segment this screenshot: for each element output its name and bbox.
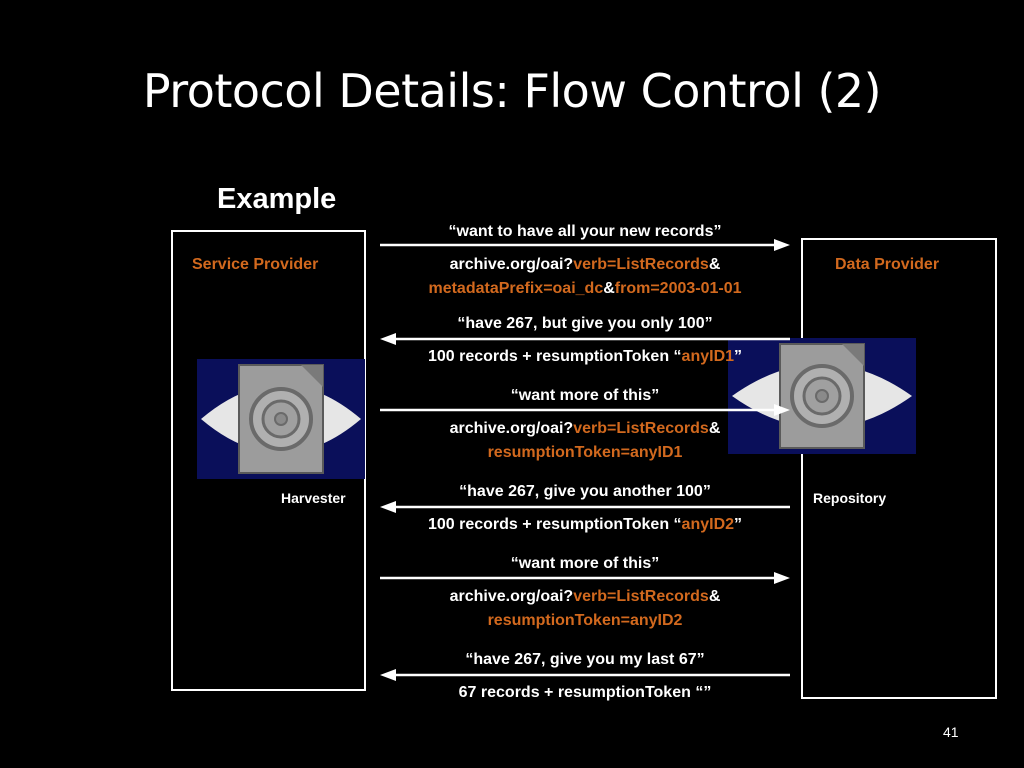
- service-provider-box: [171, 230, 366, 691]
- arrow-right-icon: [380, 572, 790, 584]
- exchange-caption: “have 267, but give you only 100”: [457, 315, 713, 332]
- exchange-response-line: 100 records + resumptionToken “anyID2”: [427, 516, 743, 533]
- exchange-request-line: metadataPrefix=oai_dc&from=2003-01-01: [428, 280, 742, 297]
- arrow-right-icon: [380, 404, 790, 416]
- service-provider-title: Service Provider: [192, 256, 319, 273]
- exchange-request-line: archive.org/oai?verb=ListRecords&: [449, 256, 721, 273]
- arrow-left-icon: [380, 333, 790, 345]
- example-heading: Example: [217, 183, 337, 215]
- arrow-left-icon: [380, 501, 790, 513]
- arrow-right-icon: [380, 239, 790, 251]
- exchange-response-line: 100 records + resumptionToken “anyID1”: [427, 348, 743, 365]
- exchange-request-line: archive.org/oai?verb=ListRecords&: [449, 420, 721, 437]
- exchange-request-line: archive.org/oai?verb=ListRecords&: [449, 588, 721, 605]
- repository-label: Repository: [813, 490, 887, 506]
- data-provider-title: Data Provider: [835, 256, 940, 273]
- exchange-response-line: 67 records + resumptionToken “”: [458, 684, 712, 701]
- exchange-caption: “want to have all your new records”: [448, 223, 722, 240]
- exchange-caption: “want more of this”: [510, 387, 660, 404]
- page-number: 41: [943, 724, 959, 740]
- exchange-caption: “have 267, give you another 100”: [459, 483, 711, 500]
- slide-title: Protocol Details: Flow Control (2): [142, 64, 882, 118]
- exchange-request-line: resumptionToken=anyID2: [487, 612, 683, 629]
- exchange-request-line: resumptionToken=anyID1: [487, 444, 683, 461]
- data-provider-box: [801, 238, 997, 699]
- eye-disk-icon: [197, 359, 365, 479]
- exchange-caption: “have 267, give you my last 67”: [465, 651, 705, 668]
- harvester-label: Harvester: [281, 490, 346, 506]
- arrow-left-icon: [380, 669, 790, 681]
- exchange-caption: “want more of this”: [510, 555, 660, 572]
